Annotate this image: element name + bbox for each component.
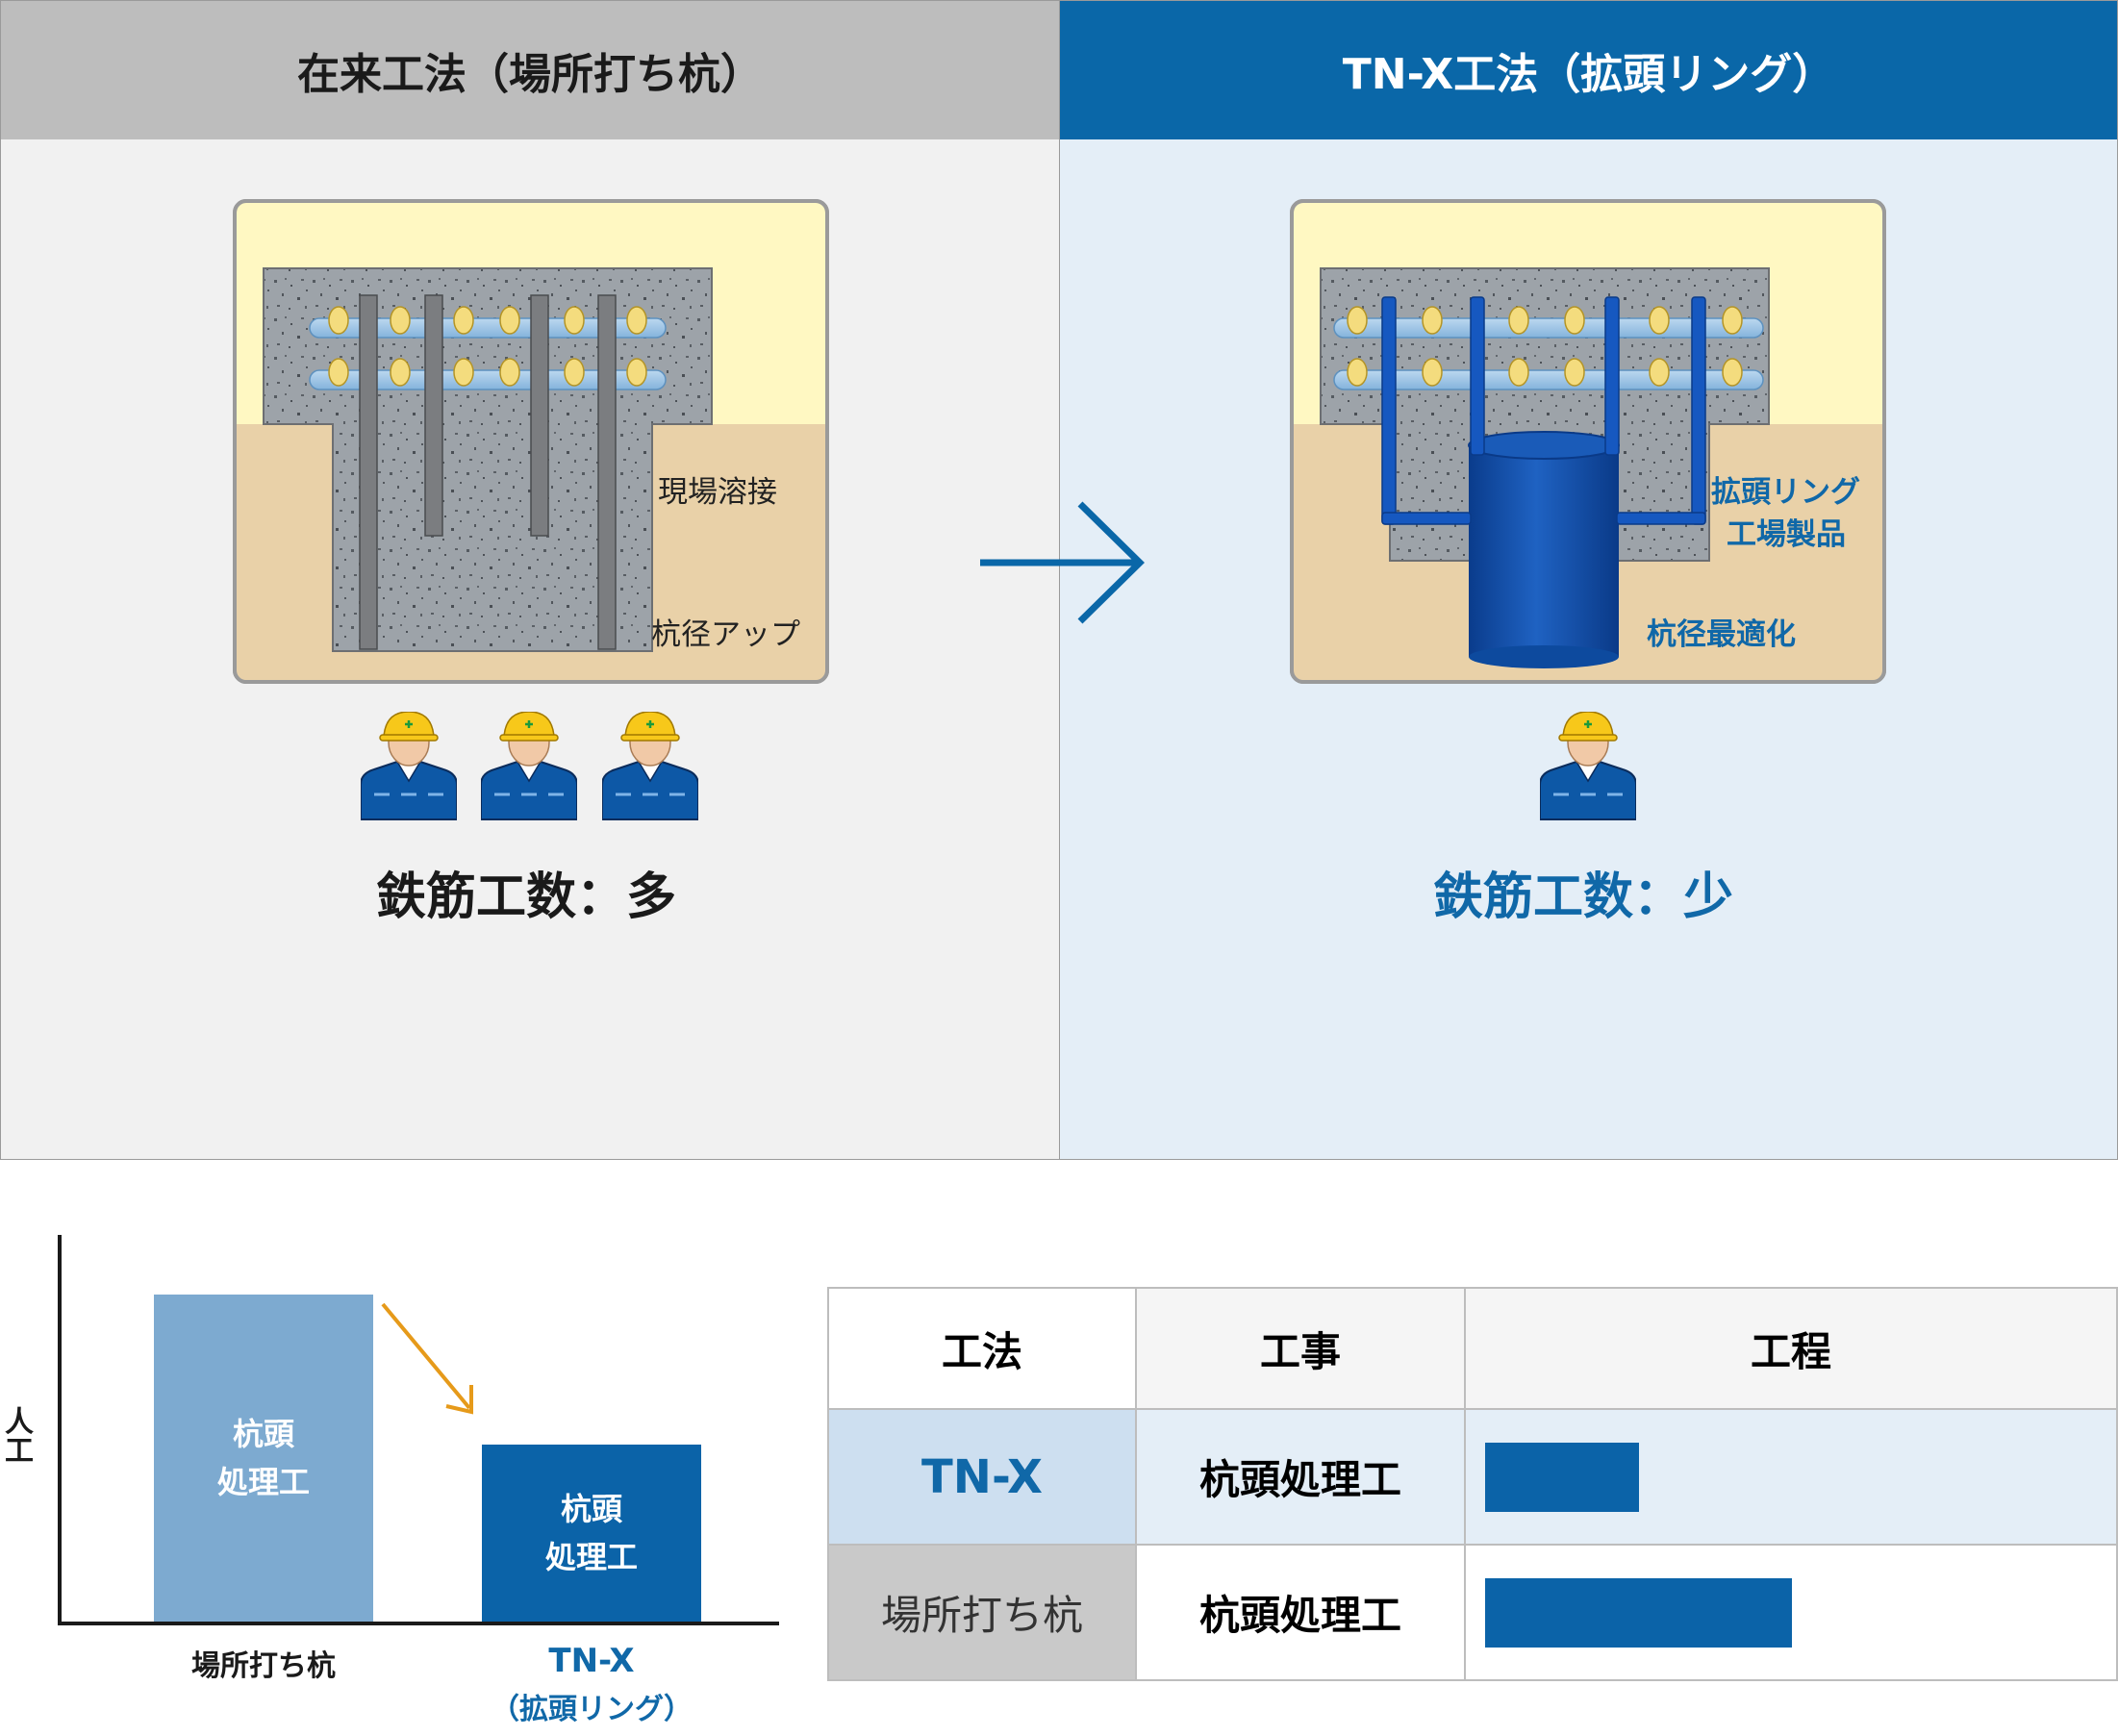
bar-conventional-label-line1: 杭頭 xyxy=(232,1416,294,1452)
bar-conventional-label-line2: 処理工 xyxy=(216,1464,310,1500)
x-tick-tnx-line2: （拡頭リング） xyxy=(491,1693,693,1726)
rebar-workers-many: 鉄筋工数：多 xyxy=(376,868,677,926)
bar-tnx-label-line2: 処理工 xyxy=(544,1539,638,1575)
worker-icon xyxy=(361,712,457,821)
man-hours-chart: 人工 杭頭 処理工 杭頭 処理工 場所打ち杭 TN-X （拡頭リング） xyxy=(0,1231,789,1736)
header-schedule: 工程 xyxy=(1464,1287,2118,1410)
conventional-method-panel: 在来工法（場所打ち杭） xyxy=(0,0,1060,1160)
chart-x-axis xyxy=(58,1622,779,1625)
worker-icon xyxy=(602,712,698,821)
bar-tnx-label-line1: 杭頭 xyxy=(560,1491,622,1527)
tnx-pile-cross-section xyxy=(1290,199,1886,684)
pile-diameter-optimized-label: 杭径最適化 xyxy=(1647,617,1796,652)
schedule-bar-conventional xyxy=(1485,1577,1792,1648)
table-row: 場所打ち杭 杭頭処理工 xyxy=(827,1544,2118,1681)
chart-y-axis xyxy=(58,1235,62,1625)
x-tick-conventional: 場所打ち杭 xyxy=(191,1649,336,1683)
worker-icon xyxy=(481,712,577,821)
row-conventional-work: 杭頭処理工 xyxy=(1135,1544,1466,1681)
factory-product-label: 工場製品 xyxy=(1727,517,1846,552)
arrow-right-icon xyxy=(980,501,1145,624)
field-welding-label: 現場溶接 xyxy=(658,475,777,510)
schedule-comparison-table: 工法 工事 工程 TN-X 杭頭処理工 場所打ち杭 杭頭処理工 xyxy=(827,1287,2118,1681)
conventional-method-title: 在来工法（場所打ち杭） xyxy=(1,1,1059,139)
bar-tnx xyxy=(482,1445,701,1622)
header-work: 工事 xyxy=(1135,1287,1466,1410)
rebar-workers-few: 鉄筋工数：少 xyxy=(1433,868,1734,926)
chart-y-axis-label: 人工 xyxy=(0,1406,33,1464)
schedule-bar-tnx xyxy=(1485,1442,1639,1512)
row-conventional-schedule xyxy=(1464,1544,2118,1681)
tnx-method-title: TN-X工法（拡頭リング） xyxy=(1060,1,2117,139)
bar-conventional xyxy=(154,1295,373,1622)
table-row: TN-X 杭頭処理工 xyxy=(827,1408,2118,1546)
row-tnx-method: TN-X xyxy=(827,1408,1137,1546)
reduction-arrow-icon xyxy=(381,1302,473,1415)
table-header-row: 工法 工事 工程 xyxy=(827,1287,2118,1410)
pile-diameter-up-label: 杭径アップ xyxy=(651,617,800,652)
row-conventional-method: 場所打ち杭 xyxy=(827,1544,1137,1681)
enlarged-head-ring xyxy=(1468,431,1620,668)
worker-icon xyxy=(1540,712,1636,821)
enlarged-ring-label: 拡頭リング xyxy=(1711,475,1860,510)
row-tnx-schedule xyxy=(1464,1408,2118,1546)
conventional-pile-cross-section xyxy=(233,199,829,684)
header-method: 工法 xyxy=(827,1287,1137,1410)
row-tnx-work: 杭頭処理工 xyxy=(1135,1408,1466,1546)
x-tick-tnx-line1: TN-X xyxy=(548,1642,635,1680)
